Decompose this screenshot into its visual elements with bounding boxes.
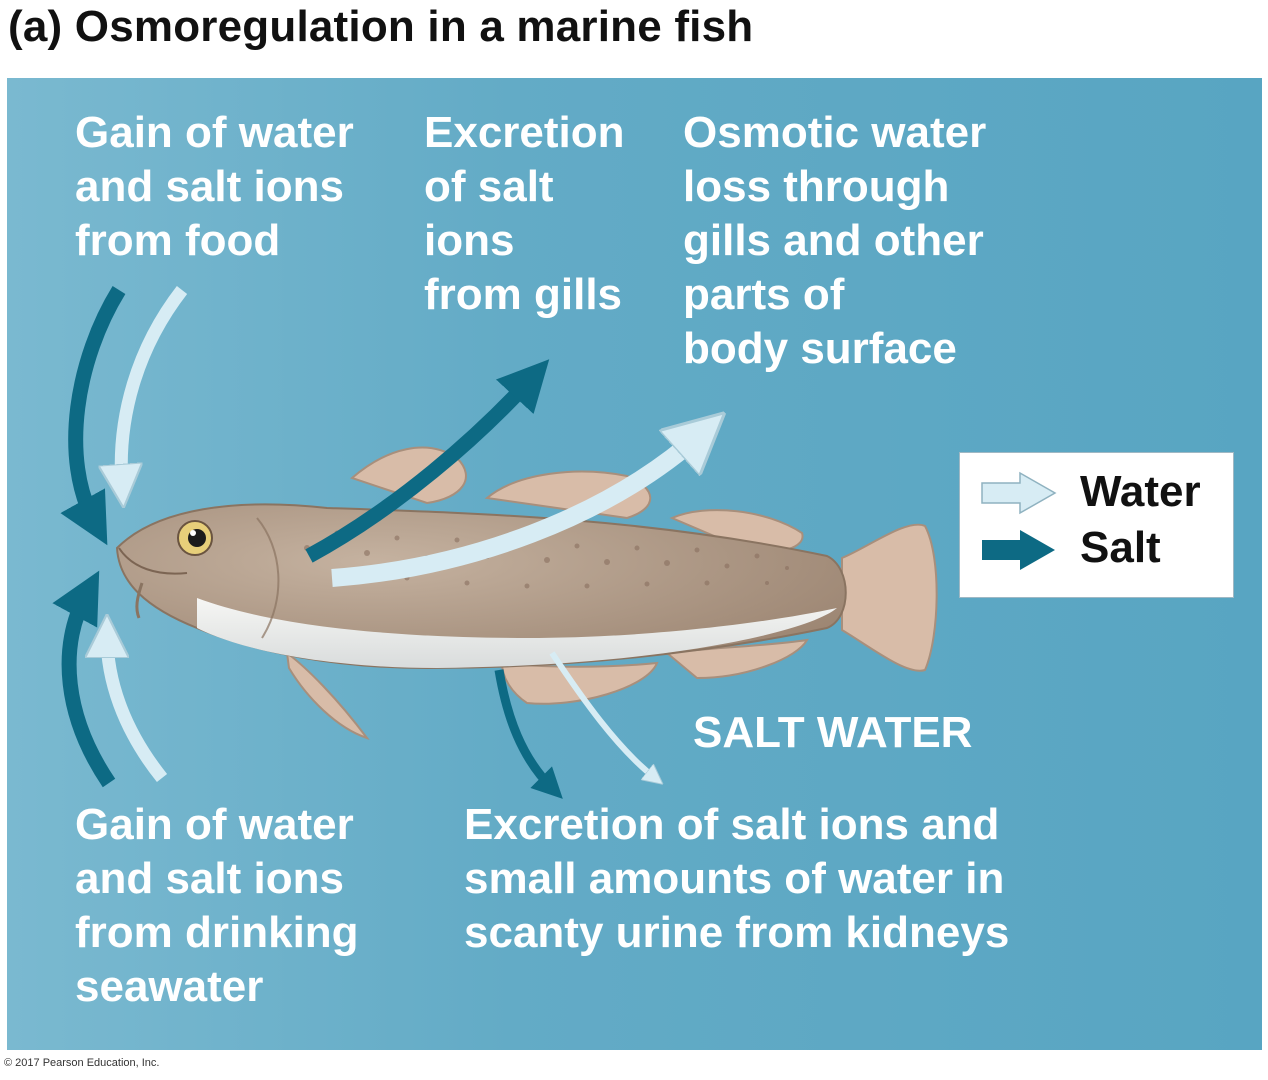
fish-eye xyxy=(177,520,213,556)
legend-salt-arrow xyxy=(982,530,1055,570)
water-arrow-body-surface xyxy=(331,433,702,587)
legend-water-arrow xyxy=(981,471,1057,515)
water-arrow-drinking xyxy=(107,636,168,783)
legend-salt-label: Salt xyxy=(1080,523,1161,572)
water-arrow-food xyxy=(121,286,188,486)
legend-water-label: Water xyxy=(1080,467,1201,516)
salt-arrow-drinking xyxy=(52,570,116,788)
chin-barbel xyxy=(135,582,144,619)
label-salt-water: SALT WATER xyxy=(693,708,973,757)
fish-illustration xyxy=(52,286,938,799)
water-arrow-kidneys xyxy=(549,651,655,778)
legend: Water Salt xyxy=(959,452,1234,598)
label-gain-food: Gain of water and salt ions from food xyxy=(75,108,354,265)
figure-title: (a) Osmoregulation in a marine fish xyxy=(8,2,754,51)
tail-fin xyxy=(841,523,938,672)
legend-arrows xyxy=(981,471,1057,570)
copyright-notice: © 2017 Pearson Education, Inc. xyxy=(4,1057,160,1069)
salt-arrow-gills xyxy=(305,359,550,563)
diagram-panel: Gain of water and salt ions from food Ex… xyxy=(7,78,1262,1050)
label-excretion-gills: Excretion of salt ions from gills xyxy=(424,108,625,319)
label-gain-drinking: Gain of water and salt ions from drinkin… xyxy=(75,800,359,1011)
salt-arrow-kidneys xyxy=(494,669,563,799)
fish-body xyxy=(115,503,847,670)
salt-arrow-food xyxy=(60,286,126,546)
label-osmotic-loss: Osmotic water loss through gills and oth… xyxy=(683,108,987,373)
anal-fin xyxy=(500,661,659,705)
pelvic-fin xyxy=(285,650,370,740)
label-excretion-kidneys: Excretion of salt ions and small amounts… xyxy=(464,800,1010,957)
